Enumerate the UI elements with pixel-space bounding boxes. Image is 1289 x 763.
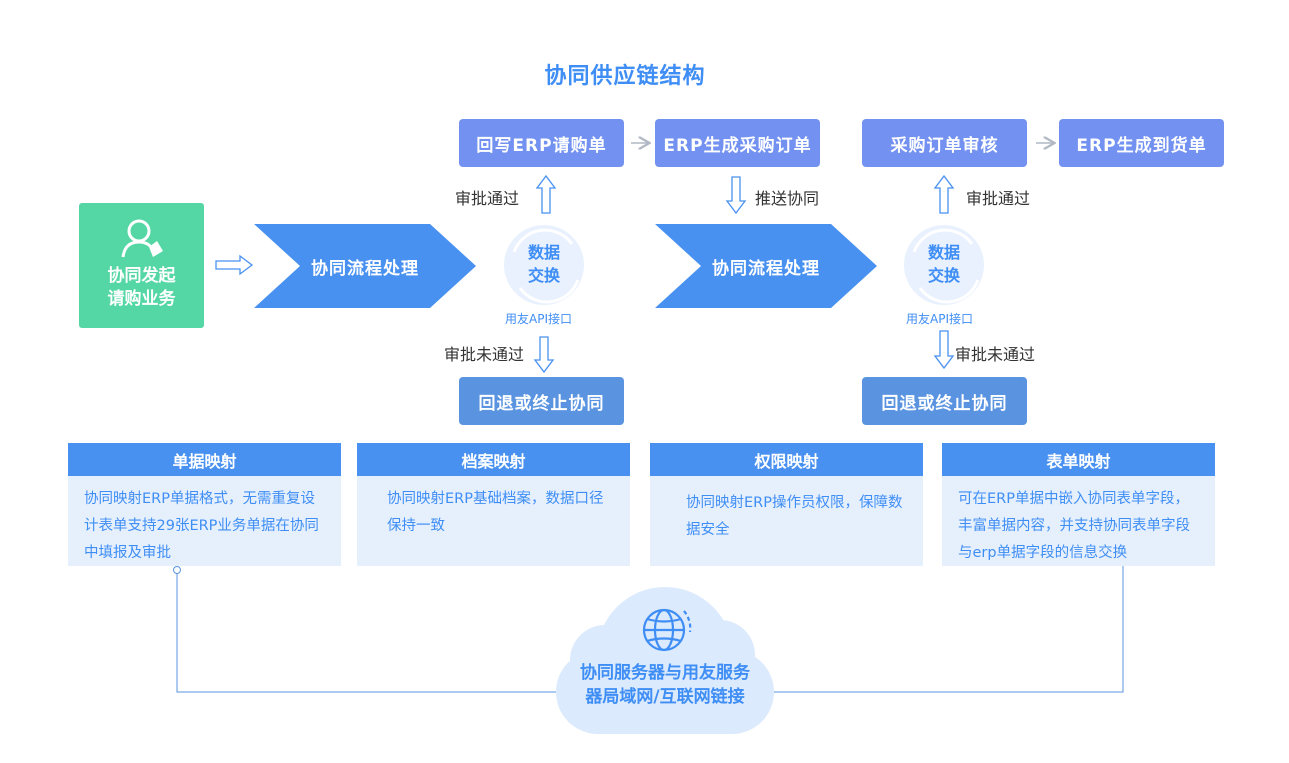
- rollback-box-2: 回退或终止协同: [862, 377, 1027, 425]
- down-arrow-icon: [933, 330, 955, 370]
- api-label-1: 用友API接口: [505, 312, 572, 326]
- connector-left-line: [176, 570, 560, 693]
- card-title: 权限映射: [650, 443, 923, 476]
- process-label-2: 协同流程处理: [712, 258, 820, 279]
- rejected-label-1: 审批未通过: [444, 345, 525, 364]
- cloud-line2: 器局域网/互联网链接: [585, 687, 745, 707]
- api-label-2: 用友API接口: [906, 312, 973, 326]
- cloud-line1: 协同服务器与用友服务: [580, 663, 750, 683]
- card-doc-mapping: 单据映射 协同映射ERP单据格式，无需重复设计表单支持29张ERP业务单据在协同…: [68, 443, 341, 566]
- card-form-mapping: 表单映射 可在ERP单据中嵌入协同表单字段，丰富单据内容，并支持协同表单字段与e…: [942, 443, 1215, 566]
- connector-left-dot: [173, 566, 181, 574]
- chevron-shape-1: [254, 224, 476, 308]
- cloud-label: 协同服务器与用友服务 器局域网/互联网链接: [565, 661, 765, 709]
- card-body: 可在ERP单据中嵌入协同表单字段，丰富单据内容，并支持协同表单字段与erp单据字…: [958, 491, 1190, 561]
- card-body: 协同映射ERP基础档案，数据口径保持一致: [387, 491, 604, 534]
- push-down-arrow-icon: [725, 176, 747, 215]
- process-label-1: 协同流程处理: [311, 258, 419, 279]
- rejected-label-2: 审批未通过: [955, 345, 1036, 364]
- exchange-line1: 数据: [527, 243, 560, 262]
- exchange-line1: 数据: [927, 243, 960, 262]
- user-icon: [121, 219, 163, 258]
- card-archive-mapping: 档案映射 协同映射ERP基础档案，数据口径保持一致: [357, 443, 630, 566]
- globe-icon: [642, 608, 692, 652]
- chevron-shape-2: [655, 224, 877, 308]
- push-label: 推送协同: [755, 189, 820, 208]
- card-title: 单据映射: [68, 443, 341, 476]
- cloud-shape: [556, 587, 774, 734]
- card-body: 协同映射ERP单据格式，无需重复设计表单支持29张ERP业务单据在协同中填报及审…: [84, 491, 319, 561]
- card-body: 协同映射ERP操作员权限，保障数据安全: [686, 495, 903, 538]
- page-title: 协同供应链结构: [544, 64, 706, 89]
- step-box-order-review: 采购订单审核: [862, 119, 1027, 167]
- up-arrow-icon: [933, 174, 955, 214]
- initiator-line2: 请购业务: [107, 289, 176, 309]
- exchange-text-1: 数据 交换: [504, 241, 584, 287]
- exchange-line2: 交换: [527, 266, 560, 285]
- step-box-purchase-order: ERP生成采购订单: [655, 119, 820, 167]
- hollow-arrow-icon: [215, 254, 254, 276]
- card-permission-mapping: 权限映射 协同映射ERP操作员权限，保障数据安全: [650, 443, 923, 566]
- card-title: 档案映射: [357, 443, 630, 476]
- initiator-box: 协同发起 请购业务: [79, 203, 204, 328]
- initiator-line1: 协同发起: [107, 266, 176, 286]
- approved-label-2: 审批通过: [966, 189, 1031, 208]
- cycle-arrows-icon: [512, 228, 980, 304]
- up-arrow-icon: [535, 174, 557, 214]
- step-box-writeback: 回写ERP请购单: [459, 119, 624, 167]
- down-arrow-icon: [533, 336, 555, 374]
- rollback-box-1: 回退或终止协同: [459, 377, 624, 425]
- exchange-text-2: 数据 交换: [904, 241, 984, 287]
- step-box-receipt: ERP生成到货单: [1059, 119, 1224, 167]
- card-title: 表单映射: [942, 443, 1215, 476]
- connector-right-line: [770, 566, 1124, 693]
- approved-label-1: 审批通过: [455, 189, 520, 208]
- exchange-line2: 交换: [927, 266, 960, 285]
